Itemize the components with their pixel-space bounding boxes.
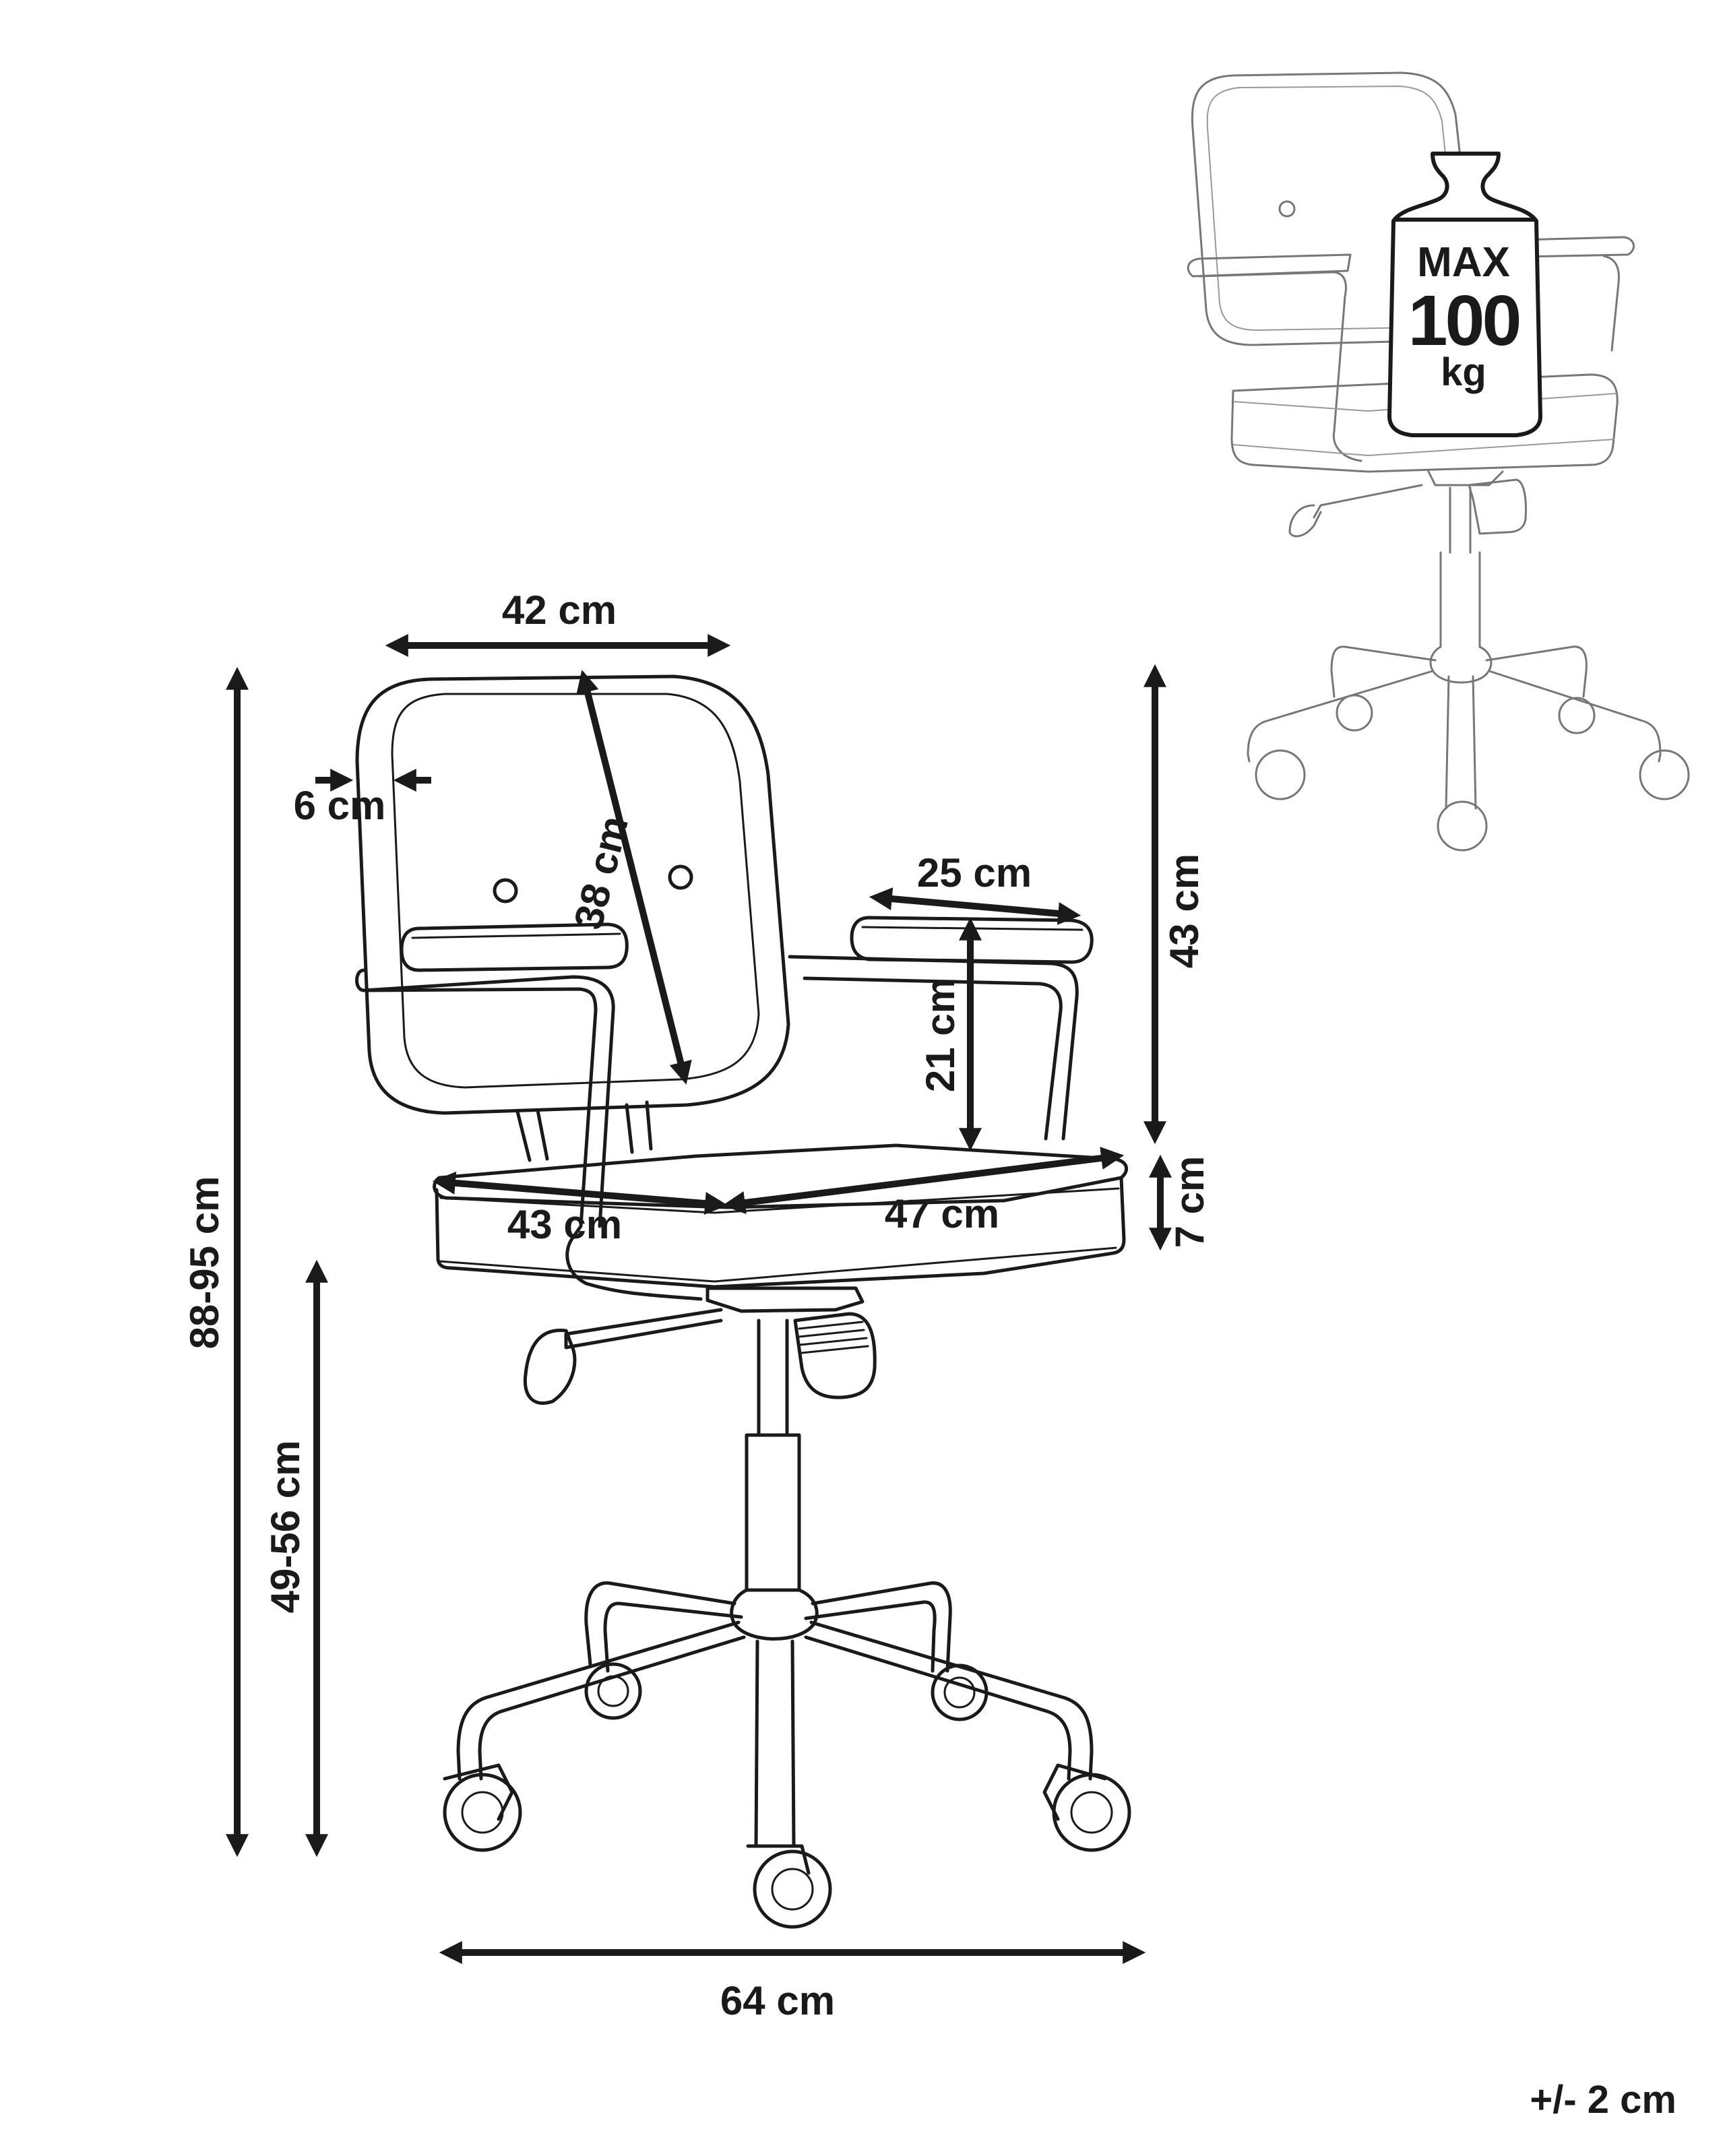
caster-back-left xyxy=(584,1662,642,1720)
max-weight-badge: MAX 100 kg xyxy=(1387,152,1542,437)
backrest-outer xyxy=(355,674,790,1115)
weight-icon xyxy=(1387,152,1542,437)
caster-front-left xyxy=(443,1763,522,1852)
backrest-button-right xyxy=(668,864,693,890)
label-seat-width: 47 cm xyxy=(885,1191,999,1236)
seat-front xyxy=(435,1176,1126,1289)
base-leg-front-left xyxy=(456,1620,746,1781)
label-seat-depth: 43 cm xyxy=(507,1202,622,1247)
label-armrest-height: 21 cm xyxy=(918,978,963,1092)
base-leg-front xyxy=(754,1639,796,1848)
label-seat-thickness: 7 cm xyxy=(1167,1156,1212,1248)
gas-lift-upper xyxy=(757,1319,789,1437)
dimension-lines xyxy=(225,633,1172,1965)
arrow-backrest-height xyxy=(576,670,692,1085)
label-back-height: 43 cm xyxy=(1162,854,1207,968)
left-armrest-pad xyxy=(400,922,629,972)
arrow-seat-depth xyxy=(432,1171,728,1215)
badge-unit: kg xyxy=(1441,350,1486,394)
lever-handle xyxy=(523,1328,577,1405)
backrest-button-left xyxy=(493,878,518,903)
main-chair xyxy=(355,674,1131,1929)
label-backrest-height: 38 cm xyxy=(565,811,637,933)
seat-bottom-band xyxy=(438,1246,1117,1283)
label-seat-height: 49-56 cm xyxy=(263,1440,308,1614)
label-tolerance: +/- 2 cm xyxy=(1530,2078,1676,2122)
seat-mechanism xyxy=(705,1286,865,1313)
right-armrest-frame xyxy=(788,955,1079,1141)
arrow-armrest-length xyxy=(869,887,1081,925)
height-lever xyxy=(564,1308,723,1350)
arrow-seat-width xyxy=(722,1147,1125,1214)
label-backrest-width: 42 cm xyxy=(502,588,617,633)
base-leg-front-right xyxy=(804,1620,1094,1781)
left-armrest-stitch xyxy=(411,932,621,939)
caster-back-right xyxy=(931,1663,989,1721)
tilt-knob xyxy=(793,1312,877,1399)
tilt-knob-ridges xyxy=(798,1321,869,1354)
badge-max: MAX xyxy=(1417,239,1510,286)
label-base-width: 64 cm xyxy=(720,1978,835,2023)
gas-lift-cover xyxy=(745,1433,801,1592)
label-total-height: 88-95 cm xyxy=(182,1176,227,1350)
small-chair-illustration xyxy=(1187,71,1690,852)
base-leg-back-left xyxy=(584,1581,743,1673)
right-armrest-pad xyxy=(850,916,1094,964)
caster-front xyxy=(746,1844,832,1929)
label-armrest-length: 25 cm xyxy=(917,850,1032,895)
base-hub xyxy=(730,1588,819,1641)
caster-front-right xyxy=(1042,1763,1131,1852)
back-support-posts xyxy=(515,1100,653,1162)
label-backrest-thickness: 6 cm xyxy=(294,783,386,828)
dimension-labels: 42 cm 6 cm 38 cm 25 cm 21 cm 43 cm 7 cm … xyxy=(182,588,1676,2122)
base-leg-back-right xyxy=(804,1581,952,1673)
badge-number: 100 xyxy=(1408,281,1519,360)
